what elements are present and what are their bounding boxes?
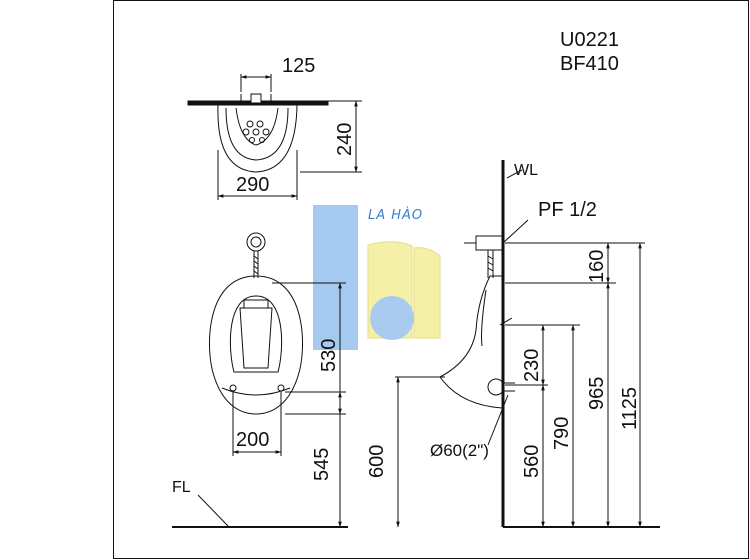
side-view-inlet-fitting (475, 235, 504, 251)
dim-label-790: 790 (551, 417, 573, 450)
dim-label-530: 530 (318, 339, 340, 372)
model-code-primary: U0221 (560, 29, 619, 51)
dim-label-200: 200 (236, 429, 269, 451)
side-view-urinal-profile (439, 275, 503, 409)
page-border (113, 0, 749, 559)
dim-label-125: 125 (282, 55, 315, 77)
dim-label-560: 560 (521, 445, 543, 478)
top-view (187, 74, 362, 200)
front-view (208, 232, 346, 528)
top-view-bowl-outer (217, 104, 298, 173)
dim-label-545: 545 (311, 448, 333, 481)
front-view-urinal-inner (229, 295, 283, 373)
watermark-logo: LA HÀO (313, 205, 441, 350)
wall-label: WL (514, 162, 538, 179)
dim-label-1125: 1125 (619, 387, 641, 430)
dim-label-230: 230 (521, 349, 543, 382)
dim-label-290: 290 (236, 174, 269, 196)
side-view (395, 160, 660, 528)
logo-blue-bar (313, 205, 358, 350)
floor-line (172, 494, 348, 528)
logo-brand-text: LA HÀO (368, 207, 423, 223)
floor-label: FL (172, 479, 191, 496)
front-view-urinal-body (208, 275, 304, 415)
dim-label-240: 240 (334, 123, 356, 156)
dim-label-160: 160 (586, 250, 608, 283)
top-view-bowl-inner (225, 107, 289, 161)
logo-blue-circle (370, 296, 414, 340)
outlet-label: Ø60(2") (430, 441, 489, 460)
dim-label-965: 965 (586, 377, 608, 410)
model-code-secondary: BF410 (560, 53, 619, 75)
dim-label-600: 600 (366, 445, 388, 478)
inlet-label: PF 1/2 (538, 199, 597, 221)
side-view-outlet (487, 378, 505, 396)
front-view-flush-valve-outer (246, 232, 266, 252)
